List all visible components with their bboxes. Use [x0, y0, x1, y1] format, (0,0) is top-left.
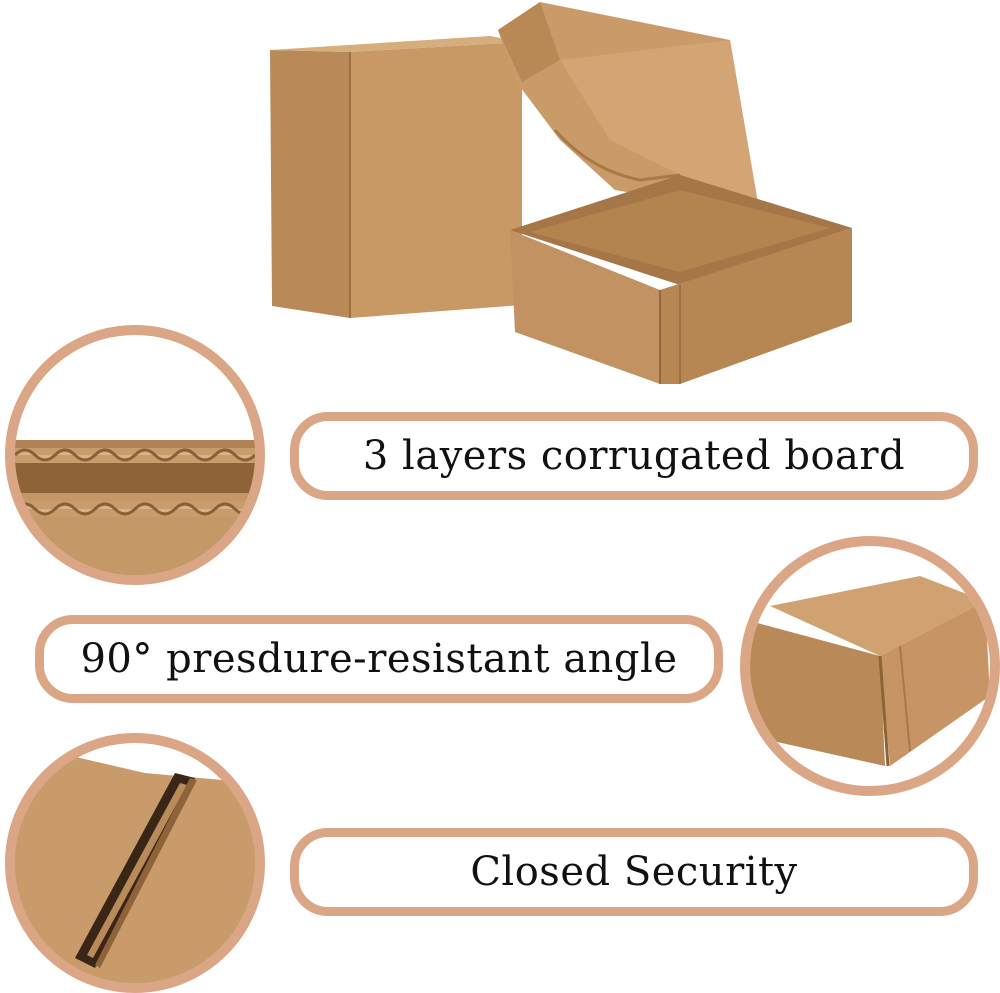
feature-label-security: Closed Security	[290, 828, 978, 916]
feature-text: 90° presdure-resistant angle	[80, 636, 678, 682]
corrugated-board-image	[5, 325, 265, 585]
kraft-mailer-boxes-icon	[270, 2, 852, 384]
closed-security-image	[5, 733, 265, 993]
box-corner-image	[740, 536, 1000, 796]
feature-label-angle: 90° presdure-resistant angle	[35, 615, 723, 703]
feature-text: Closed Security	[470, 849, 798, 895]
corrugated-layers-icon	[15, 335, 255, 575]
feature-text: 3 layers corrugated board	[362, 433, 906, 479]
locking-slot-icon	[15, 743, 255, 983]
feature-label-corrugated: 3 layers corrugated board	[290, 412, 978, 500]
hero-product-image	[260, 0, 860, 390]
box-corner-icon	[750, 546, 990, 786]
